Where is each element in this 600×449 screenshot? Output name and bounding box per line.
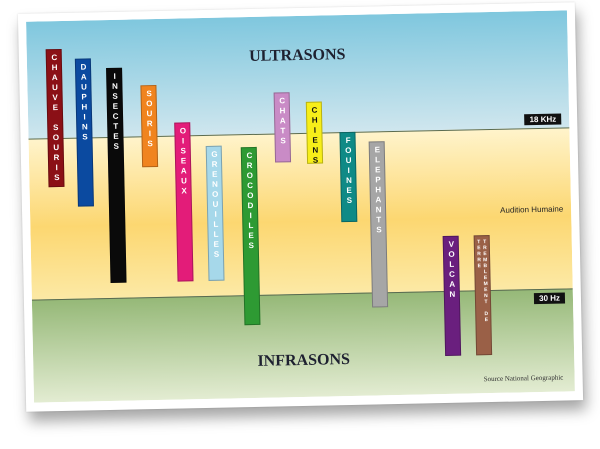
- infrasound-band: [31, 288, 575, 403]
- bar-label: TREMBLEMENT DE TERRE: [475, 239, 490, 324]
- bar-chauve-souris: CHAUVE SOURIS: [45, 48, 65, 188]
- bar-chats: CHATS: [273, 92, 292, 163]
- bar-label: FOUINES: [343, 135, 354, 207]
- bar-label: INSECTES: [110, 71, 121, 152]
- frequency-chart: ULTRASONS INFRASONS 18 KHz 30 Hz Auditio…: [26, 10, 575, 403]
- bar-label: CHATS: [277, 96, 288, 147]
- bar-label: DAUPHINS: [78, 62, 90, 143]
- bar-label: CHIENS: [309, 105, 321, 166]
- bar-label: OISEAUX: [178, 126, 189, 197]
- bar-fouines: FOUINES: [339, 131, 358, 223]
- human-hearing-label: Audition Humaine: [500, 204, 564, 215]
- bar-label: ELEPHANTS: [372, 145, 384, 236]
- bar-souris: SOURIS: [140, 84, 159, 168]
- bar-chiens: CHIENS: [305, 101, 324, 166]
- bar-label: VOLCAN: [446, 239, 457, 300]
- bar-tremblement-de-terre: TREMBLEMENT DE TERRE: [473, 235, 493, 356]
- bar-label: CHAUVE SOURIS: [49, 53, 62, 184]
- bar-label: SOURIS: [144, 89, 155, 150]
- bar-volcan: VOLCAN: [442, 235, 462, 357]
- infographic-card: ULTRASONS INFRASONS 18 KHz 30 Hz Auditio…: [17, 2, 584, 412]
- bar-grenouilles: GRENOUILLES: [205, 145, 225, 281]
- bar-label: GRENOUILLES: [209, 149, 222, 260]
- bar-label: CROCODILES: [244, 150, 256, 252]
- threshold-label-high: 18 KHz: [524, 113, 562, 126]
- bar-dauphins: DAUPHINS: [74, 58, 94, 207]
- bar-oiseaux: OISEAUX: [174, 122, 194, 282]
- threshold-label-low: 30 Hz: [533, 292, 566, 305]
- source-credit: Source National Geographic: [483, 373, 564, 384]
